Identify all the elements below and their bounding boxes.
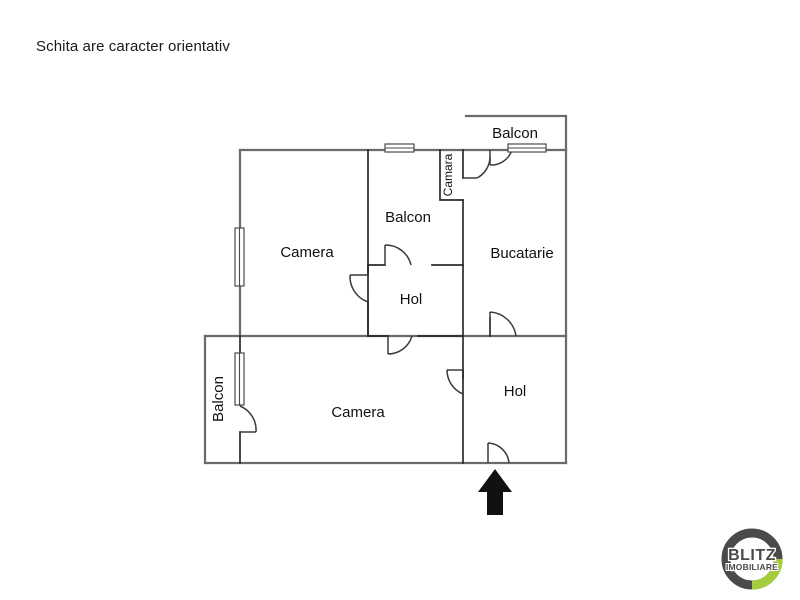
door-arc-hol-camera	[387, 335, 413, 355]
room-label-balcon-center: Balcon	[385, 209, 431, 226]
room-label-hol-center: Hol	[400, 291, 423, 308]
room-label-camera-bottom: Camera	[331, 404, 385, 421]
logo-primary-text: BLITZ	[728, 547, 776, 564]
door-arc-balcon-hol	[384, 244, 412, 266]
page-title: Schita are caracter orientativ	[36, 38, 230, 55]
room-label-hol-bottom-right: Hol	[504, 383, 527, 400]
door-arc-bucatarie-hol	[489, 311, 517, 337]
door-arc-entrance	[487, 442, 510, 464]
room-label-camera-top-left: Camera	[280, 244, 334, 261]
door-arc-balcon-tr-lower	[476, 156, 491, 179]
room-label-balcon-top-right: Balcon	[492, 125, 538, 142]
room-label-camara: Camara	[441, 153, 455, 196]
door-arc-hol-camera-lower	[446, 369, 464, 395]
wall-group-outer	[203, 114, 568, 465]
blitz-imobiliare-logo: BLITZ IMOBILIARE	[721, 528, 783, 590]
room-label-bucatarie: Bucatarie	[490, 245, 553, 262]
wall-balcon-top-right	[464, 114, 568, 152]
door-arc-camera-hol	[349, 274, 369, 303]
window-group	[234, 143, 547, 406]
door-group	[239, 149, 517, 464]
door-arc-balcon-lower	[239, 405, 257, 433]
logo-text-group: BLITZ IMOBILIARE	[725, 546, 779, 573]
partition-camara-left	[439, 149, 464, 201]
logo-ring	[721, 528, 783, 590]
entrance-arrow-icon	[478, 469, 512, 515]
room-label-group: Camera Balcon Camara Balcon Bucatarie Ho…	[210, 125, 554, 422]
room-label-balcon-bottom-left: Balcon	[210, 376, 227, 422]
logo-secondary-text: IMOBILIARE	[726, 562, 778, 572]
